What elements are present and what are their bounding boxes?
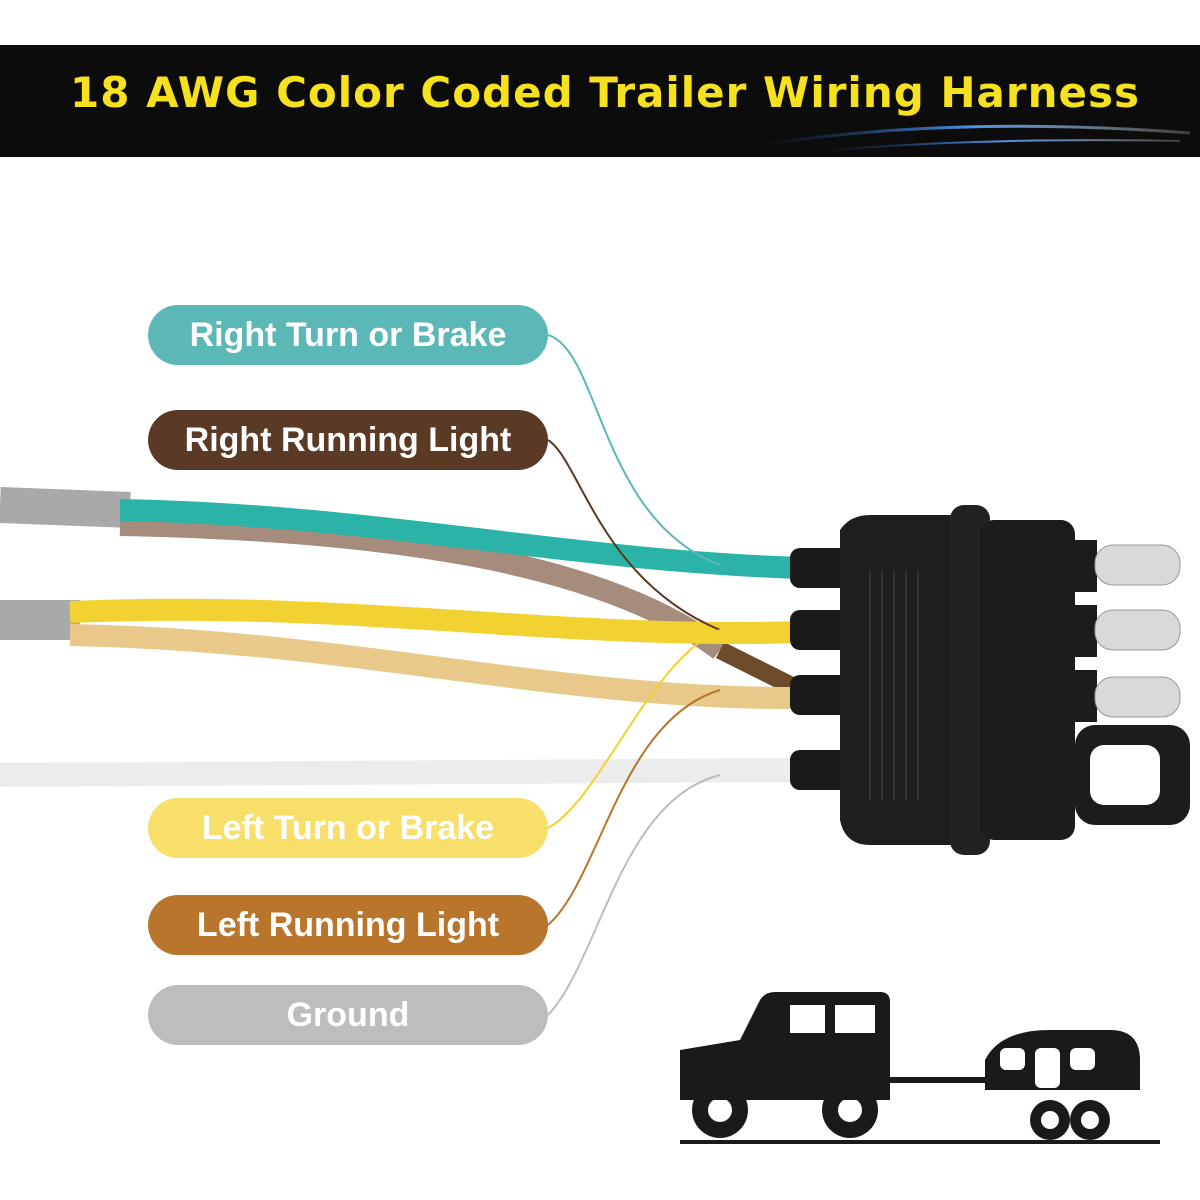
label-ground-text: Ground [286,995,410,1034]
label-right-turn: Right Turn or Brake [148,305,548,365]
leader-ground [547,774,721,1016]
car-icon [680,992,890,1138]
label-right-running: Right Running Light [148,410,548,470]
white-wire [0,758,801,787]
title-banner [0,45,1200,157]
green-wire [119,499,801,579]
leader-right-running [547,439,721,631]
banner-light-streak [759,124,1191,152]
label-left-turn: Left Turn or Brake [148,798,548,858]
label-left-running: Left Running Light [148,895,548,955]
brown-wire [119,514,727,659]
label-right-turn-text: Right Turn or Brake [189,315,507,354]
upper-cable-jacket [0,487,131,528]
page-title: 18 AWG Color Coded Trailer Wiring Harnes… [70,68,1140,117]
camper-trailer-icon [985,1030,1140,1140]
leader-right-turn [547,334,721,566]
tan-wire [69,624,801,710]
flat-4-connector-icon [790,505,1190,855]
leader-left-turn [547,629,721,829]
brown-wire-end [715,641,805,699]
leader-left-running [547,689,721,926]
yellow-wire [69,598,801,645]
label-left-turn-text: Left Turn or Brake [201,808,495,847]
label-ground: Ground [148,985,548,1045]
label-right-running-text: Right Running Light [184,420,512,459]
label-left-running-text: Left Running Light [196,905,500,944]
